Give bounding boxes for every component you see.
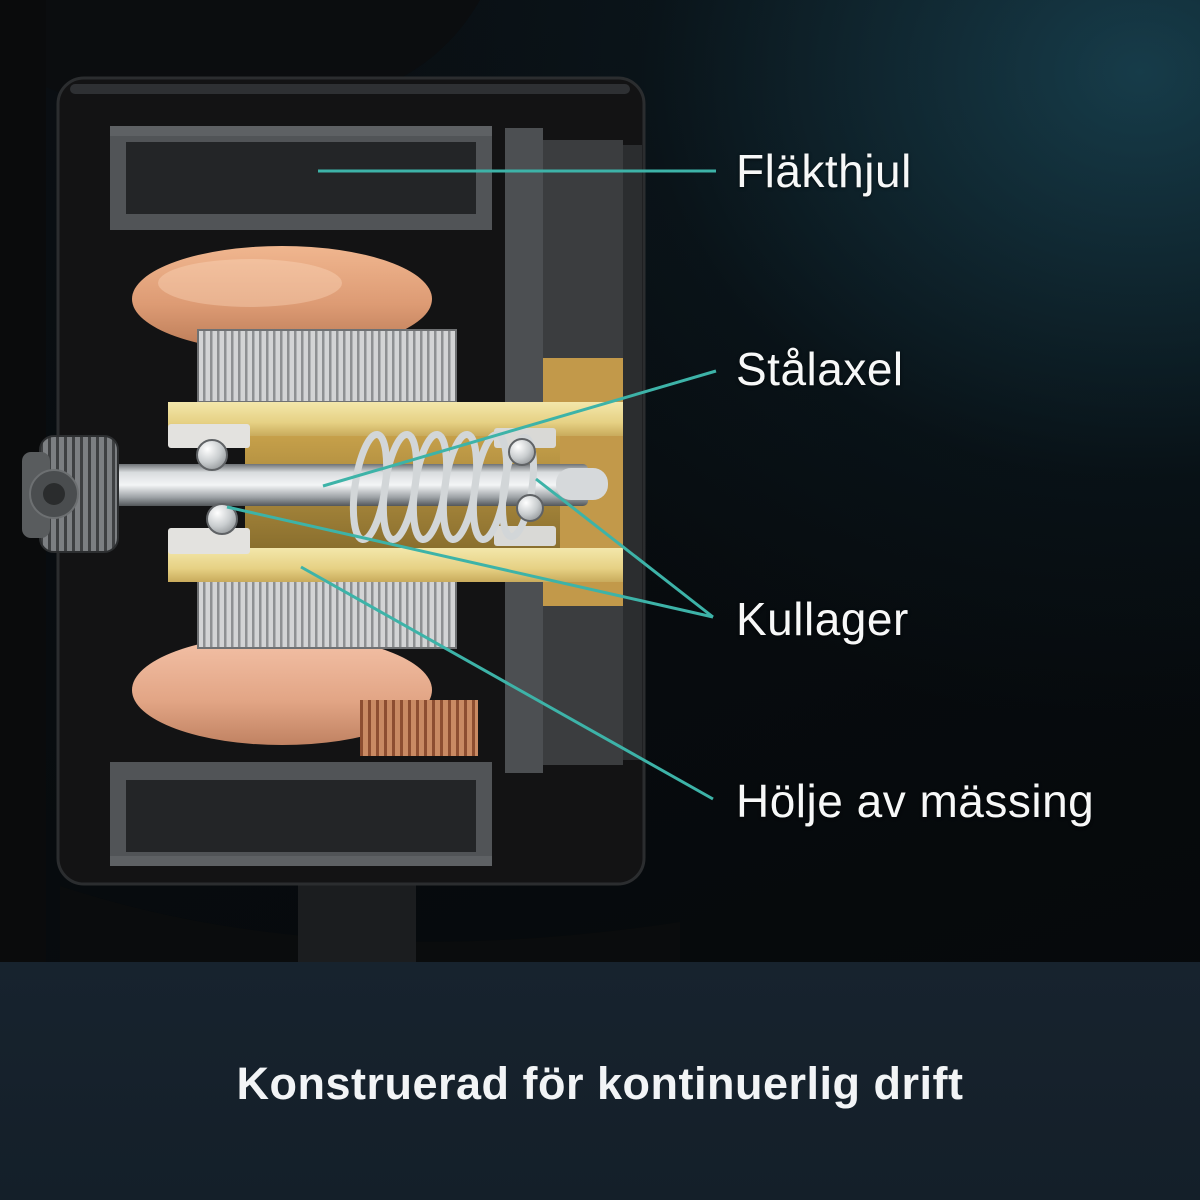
- callout-label-kullager: Kullager: [736, 593, 909, 645]
- caption-band: Konstruerad för kontinuerlig drift: [0, 962, 1200, 1200]
- fan-blade-silhouette-bottom: [60, 886, 680, 965]
- bearing-race-left-bottom: [168, 528, 250, 554]
- shaft-tip: [556, 468, 608, 500]
- motor-cutaway-illustration: [0, 0, 680, 965]
- caption-text: Konstruerad för kontinuerlig drift: [236, 1058, 964, 1109]
- knurled-knob: [22, 435, 119, 553]
- copper-winding-top: [132, 246, 432, 352]
- stator-lamination-top: [197, 329, 457, 403]
- stator-lamination-bottom: [197, 577, 457, 649]
- housing-rim: [70, 84, 630, 94]
- end-plate-right-outer: [620, 145, 642, 760]
- callout-label-flakthjul: Fläkthjul: [736, 145, 912, 197]
- callout-label-stalaxel: Stålaxel: [736, 343, 904, 395]
- steel-shaft: [96, 464, 588, 506]
- bearing-race-left-top: [168, 424, 250, 448]
- callout-label-holje-av-massing: Hölje av mässing: [736, 775, 1095, 827]
